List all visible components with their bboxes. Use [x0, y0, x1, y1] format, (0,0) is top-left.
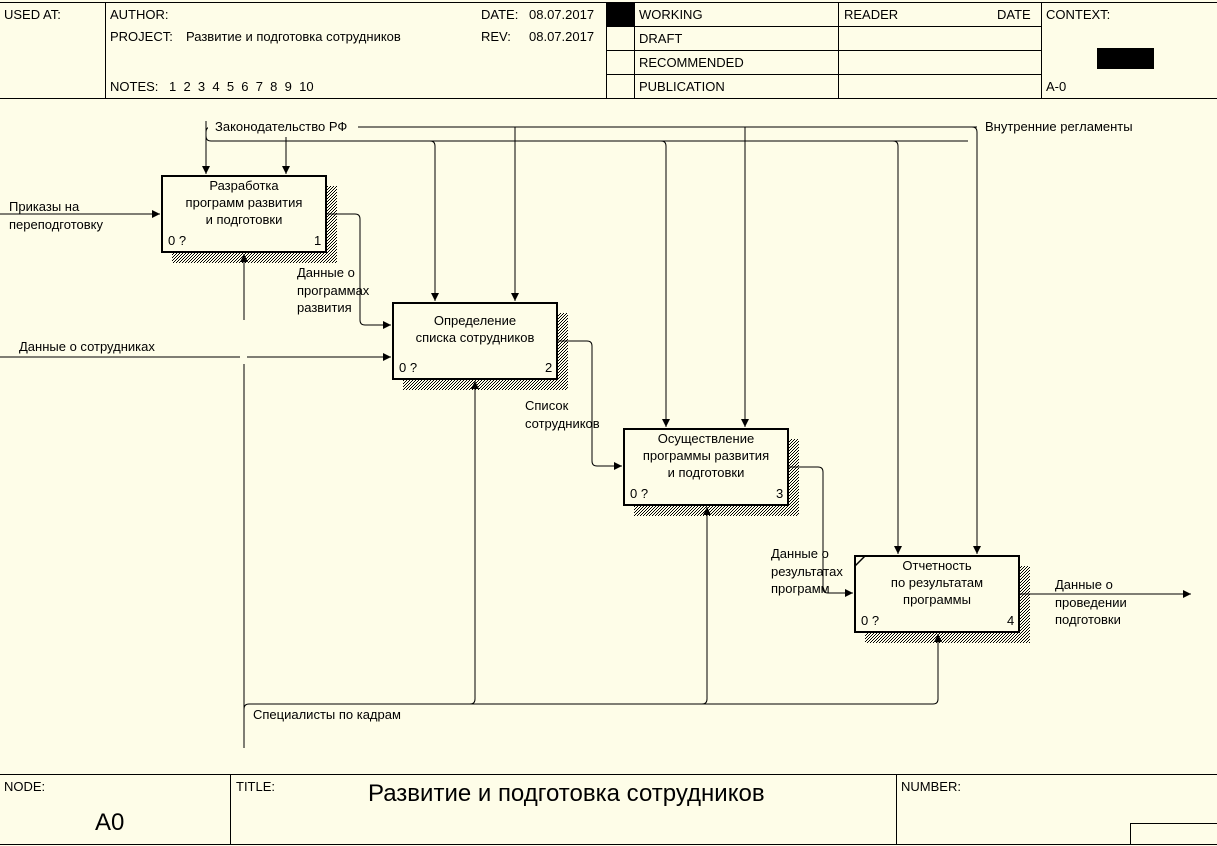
reader-label: READER: [844, 7, 899, 22]
box-3-cost: 0 ?: [630, 486, 649, 501]
box-4-number: 4: [1007, 613, 1015, 628]
employee-list-label: Список сотрудников: [525, 398, 600, 431]
hr-specialists-label: Специалисты по кадрам: [253, 707, 401, 722]
box-1-title: Разработка программ развития и подготовк…: [185, 178, 303, 227]
hr-to-box-3-arrow[interactable]: [701, 507, 711, 705]
status-working: WORKING: [639, 7, 703, 22]
training-output-label: Данные о проведении подготовки: [1055, 577, 1127, 627]
hr-to-box-4-arrow[interactable]: [243, 634, 942, 710]
node-value: A0: [95, 809, 125, 836]
box-3-title: Осуществление программы развития и подго…: [642, 431, 770, 480]
box-3-number: 3: [776, 486, 784, 501]
regulations-to-box-4-arrow[interactable]: [971, 126, 981, 554]
results-data-arrow[interactable]: [788, 466, 853, 597]
number-label: NUMBER:: [901, 779, 961, 794]
orders-label: Приказы на переподготовку: [9, 199, 103, 232]
employee-data-label: Данные о сотрудниках: [19, 339, 155, 354]
activity-box-2[interactable]: [392, 302, 558, 380]
status-publication: PUBLICATION: [639, 79, 725, 94]
law-label: Законодательство РФ: [215, 119, 348, 134]
box-2-cost: 0 ?: [399, 360, 418, 375]
rev-value: 08.07.2017: [529, 29, 595, 44]
box-4-cost: 0 ?: [861, 613, 880, 628]
law-to-box-4-arrow[interactable]: [892, 140, 902, 554]
node-label: NODE:: [4, 779, 46, 794]
date-value: 08.07.2017: [529, 7, 595, 22]
law-label-bg: [208, 119, 358, 137]
employee-list-arrow[interactable]: [557, 340, 622, 470]
box-1-cost: 0 ?: [168, 233, 187, 248]
notes-label: NOTES:: [110, 79, 159, 94]
notes-values: 1 2 3 4 5 6 7 8 9 10: [169, 79, 314, 94]
working-status-marker: [607, 3, 634, 26]
rev-label: REV:: [481, 29, 511, 44]
regulations-label: Внутренние регламенты: [985, 119, 1133, 134]
box-1-number: 1: [314, 233, 322, 248]
program-data-arrow[interactable]: [326, 213, 391, 329]
box-2-number: 2: [545, 360, 553, 375]
law-to-box-2-arrow[interactable]: [429, 140, 439, 301]
used-at-label: USED AT:: [4, 7, 61, 22]
context-label: CONTEXT:: [1046, 7, 1111, 22]
activity-box-1[interactable]: [161, 175, 327, 253]
diagram-title: Развитие и подготовка сотрудников: [368, 780, 765, 807]
status-recommended: RECOMMENDED: [639, 55, 744, 70]
box-2-title: Определение списка сотрудников: [415, 313, 535, 345]
law-to-box-3-arrow[interactable]: [660, 140, 670, 427]
box-4-corner-mark: [854, 555, 866, 567]
activity-box-3[interactable]: [623, 428, 789, 506]
date-label: DATE:: [481, 7, 519, 22]
hr-to-box-2-arrow[interactable]: [469, 381, 479, 705]
reader-date-label: DATE: [997, 7, 1031, 22]
project-value: Развитие и подготовка сотрудников: [186, 29, 401, 44]
context-node-marker: [1097, 48, 1154, 69]
program-data-label: Данные о программах развития: [297, 265, 370, 315]
title-label: TITLE:: [236, 779, 276, 794]
crossing-gap: [240, 320, 247, 364]
status-draft: DRAFT: [639, 31, 683, 46]
context-node: A-0: [1046, 79, 1067, 94]
results-data-label: Данные о результатах программ: [771, 546, 843, 596]
project-label: PROJECT:: [110, 29, 173, 44]
box-4-title: Отчетность по результатам программы: [890, 558, 984, 607]
author-label: AUTHOR:: [110, 7, 169, 22]
